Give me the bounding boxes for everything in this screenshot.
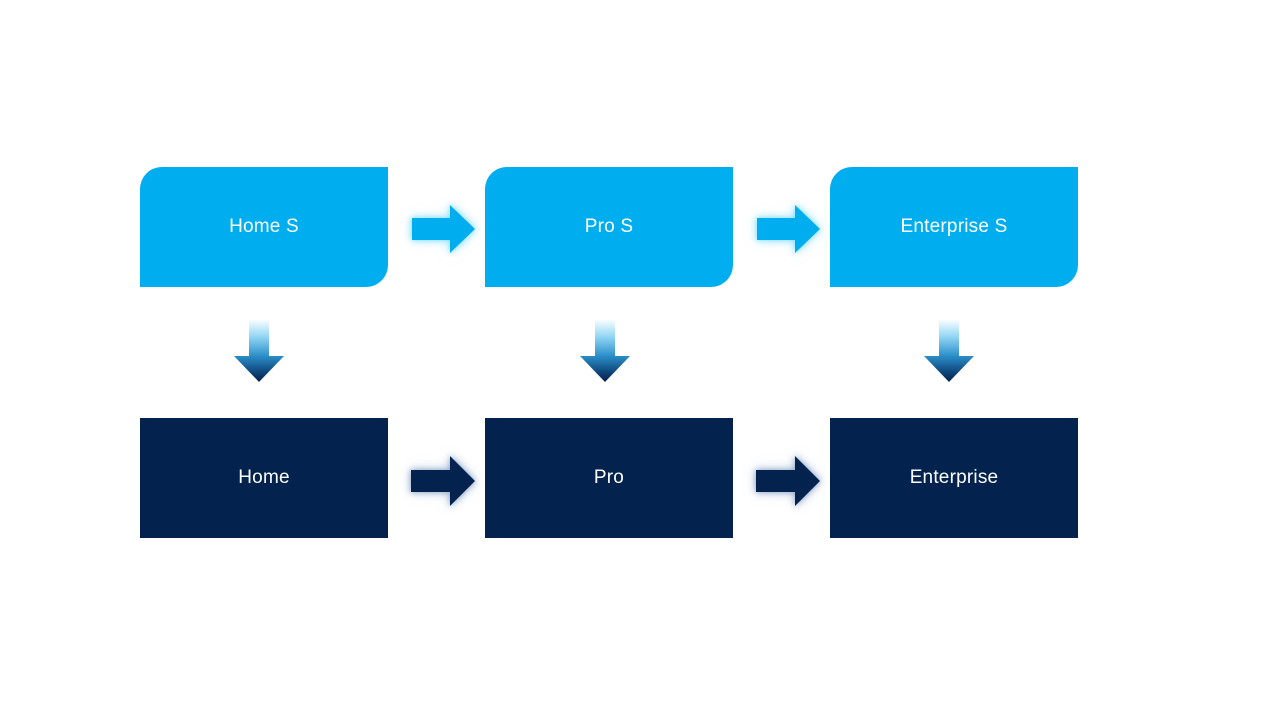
- box-pro-label: Pro: [593, 467, 625, 488]
- box-enterprise: Enterprise: [830, 418, 1078, 538]
- box-home-label: Home: [238, 467, 290, 488]
- box-enterprise-s: Enterprise S: [830, 167, 1078, 287]
- right-arrow-icon: [412, 205, 475, 253]
- right-arrow-icon: [756, 456, 820, 506]
- box-pro: Pro: [485, 418, 733, 538]
- box-pro-s: Pro S: [485, 167, 733, 287]
- right-arrow-shape: [756, 456, 820, 506]
- box-home: Home: [140, 418, 388, 538]
- down-arrow-icon: [924, 320, 974, 382]
- box-enterprise-label: Enterprise: [909, 467, 999, 488]
- box-enterprise-s-label: Enterprise S: [900, 216, 1008, 237]
- down-arrow-shape: [580, 320, 630, 382]
- down-arrow-icon: [234, 320, 284, 382]
- down-arrow-shape: [234, 320, 284, 382]
- right-arrow-shape: [411, 456, 475, 506]
- box-home-s: Home S: [140, 167, 388, 287]
- right-arrow-shape: [412, 205, 475, 253]
- right-arrow-shape: [757, 205, 820, 253]
- right-arrow-icon: [757, 205, 820, 253]
- right-arrow-icon: [411, 456, 475, 506]
- down-arrow-shape: [924, 320, 974, 382]
- box-home-s-label: Home S: [229, 216, 299, 237]
- box-pro-s-label: Pro S: [584, 216, 634, 237]
- down-arrow-icon: [580, 320, 630, 382]
